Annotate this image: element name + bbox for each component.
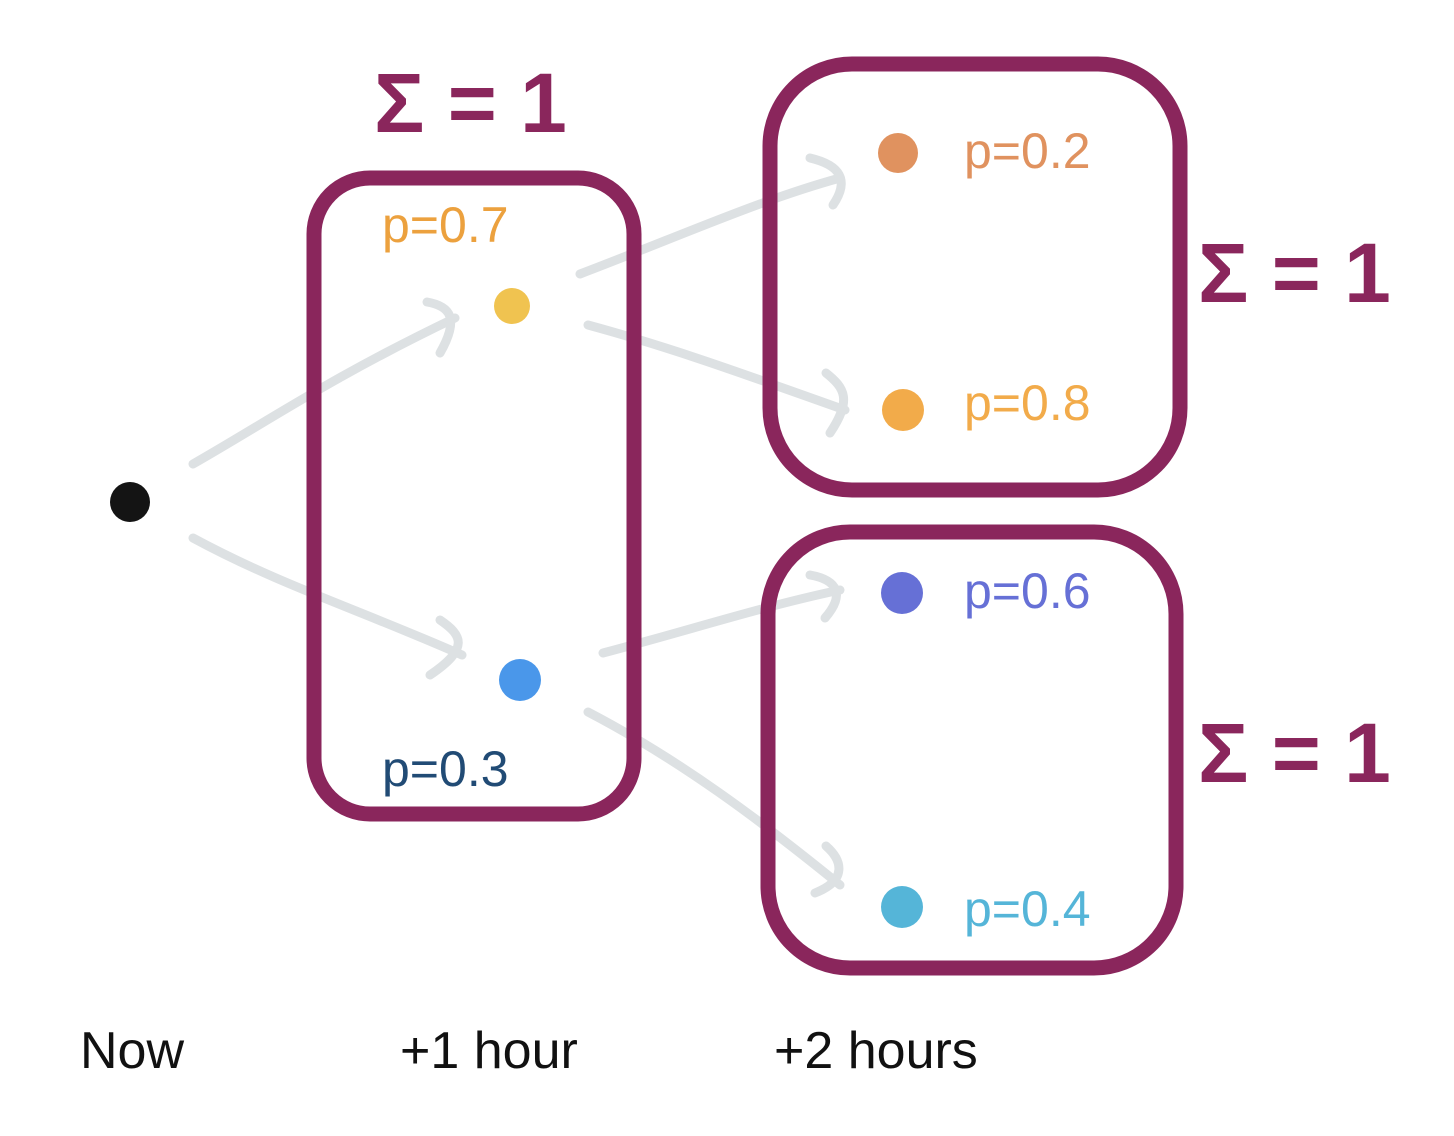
prob-hour1-top: p=0.7 xyxy=(382,197,509,253)
hour2-lower-group-box xyxy=(760,524,1184,976)
hour1-group-box xyxy=(306,170,642,822)
node-hour2-a xyxy=(878,133,918,173)
arrow-hour1-top-to-hour2-b xyxy=(583,320,850,438)
arrows xyxy=(188,153,850,898)
node-hour2-c xyxy=(881,572,923,614)
hour2-upper-group-box xyxy=(762,56,1188,498)
time-label-now: Now xyxy=(80,1022,184,1080)
arrow-hour1-top-to-hour2-a xyxy=(575,153,846,279)
node-now xyxy=(110,482,150,522)
node-hour1-bottom xyxy=(499,659,541,701)
prob-hour2-d: p=0.4 xyxy=(964,881,1091,937)
arrow-now-to-hour1-bottom xyxy=(188,533,467,680)
arrow-now-to-hour1-top xyxy=(188,297,460,469)
node-hour2-d xyxy=(881,886,923,928)
node-hour2-b xyxy=(882,389,924,431)
time-label-hour1: +1 hour xyxy=(400,1022,578,1080)
hour2-upper-sum-label: Σ = 1 xyxy=(1198,226,1391,320)
hour2-lower-sum-label: Σ = 1 xyxy=(1198,706,1391,800)
hour1-sum-label: Σ = 1 xyxy=(374,56,567,150)
time-label-hour2: +2 hours xyxy=(774,1022,978,1080)
prob-hour2-b: p=0.8 xyxy=(964,375,1091,431)
arrow-hour1-bottom-to-hour2-d xyxy=(583,707,845,898)
prob-hour2-c: p=0.6 xyxy=(964,563,1091,619)
node-hour1-top xyxy=(494,288,530,324)
prob-hour2-a: p=0.2 xyxy=(964,123,1091,179)
prob-hour1-bottom: p=0.3 xyxy=(382,741,509,797)
